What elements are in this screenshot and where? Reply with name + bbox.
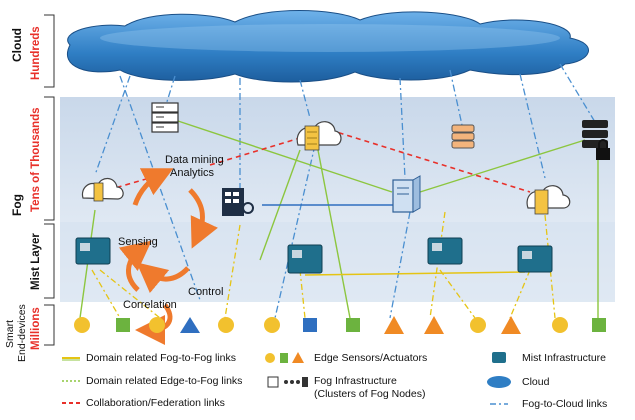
legend-collaboration: Collaboration/Federation links bbox=[86, 397, 225, 409]
legend-fog-infra-line1: Fog Infrastructure bbox=[314, 375, 397, 387]
tier-scale-fog: Tens of Thousands bbox=[30, 107, 42, 212]
mist-board-3 bbox=[427, 237, 463, 265]
tier-scale-edge: Millions bbox=[30, 307, 42, 350]
cloud-highlight bbox=[100, 24, 560, 52]
fog-node-server-tower bbox=[392, 175, 421, 213]
mist-board-1 bbox=[75, 237, 111, 265]
legend-fog-to-cloud: Fog-to-Cloud links bbox=[522, 398, 608, 410]
cycle-arrows bbox=[118, 168, 218, 345]
legend-edge-to-fog: Domain related Edge-to-Fog links bbox=[86, 375, 243, 387]
fog-node-secure-server bbox=[582, 120, 610, 160]
fog-node-gear-cluster bbox=[222, 188, 254, 216]
fog-node-server-top bbox=[151, 102, 179, 133]
tier-label-cloud: Cloud bbox=[10, 28, 24, 62]
fog-node-cloud-left bbox=[81, 177, 124, 202]
edge-devices bbox=[74, 316, 606, 334]
cloud-shape bbox=[67, 10, 589, 83]
mist-to-mist-link bbox=[304, 271, 526, 276]
tier-label-edge-line1: Smart bbox=[4, 319, 16, 348]
legend-edge-sensors: Edge Sensors/Actuators bbox=[314, 352, 428, 364]
legend-glyphs bbox=[62, 352, 511, 405]
cycle-label-correlation: Correlation bbox=[123, 299, 177, 311]
fog-node-cloud-mid bbox=[296, 121, 342, 151]
cycle-label-data-mining: Data mining bbox=[165, 154, 224, 166]
cycle-label-sensing: Sensing bbox=[118, 236, 158, 248]
tier-scale-cloud: Hundreds bbox=[30, 26, 42, 80]
legend-fog-infra-line2: (Clusters of Fog Nodes) bbox=[314, 388, 426, 400]
tier-label-edge-line2: End-devices bbox=[16, 304, 28, 362]
legend-fog-to-fog: Domain related Fog-to-Fog links bbox=[86, 352, 236, 364]
tier-label-fog: Fog bbox=[10, 194, 24, 216]
cycle-label-control: Control bbox=[188, 286, 224, 298]
legend-mist-infra: Mist Infrastructure bbox=[522, 352, 607, 364]
tier-label-mist: Mist Layer bbox=[30, 233, 42, 290]
fog-node-storage-orange bbox=[451, 124, 475, 149]
legend-cloud: Cloud bbox=[522, 376, 550, 388]
tier-brackets bbox=[44, 14, 55, 346]
mist-board-4 bbox=[517, 245, 553, 273]
edge-to-fog-links bbox=[91, 211, 556, 319]
mist-board-2 bbox=[287, 244, 323, 274]
fog-node-cloud-right bbox=[526, 185, 571, 215]
cycle-label-analytics: Analytics bbox=[170, 167, 215, 179]
fog-to-cloud-links bbox=[94, 63, 596, 319]
